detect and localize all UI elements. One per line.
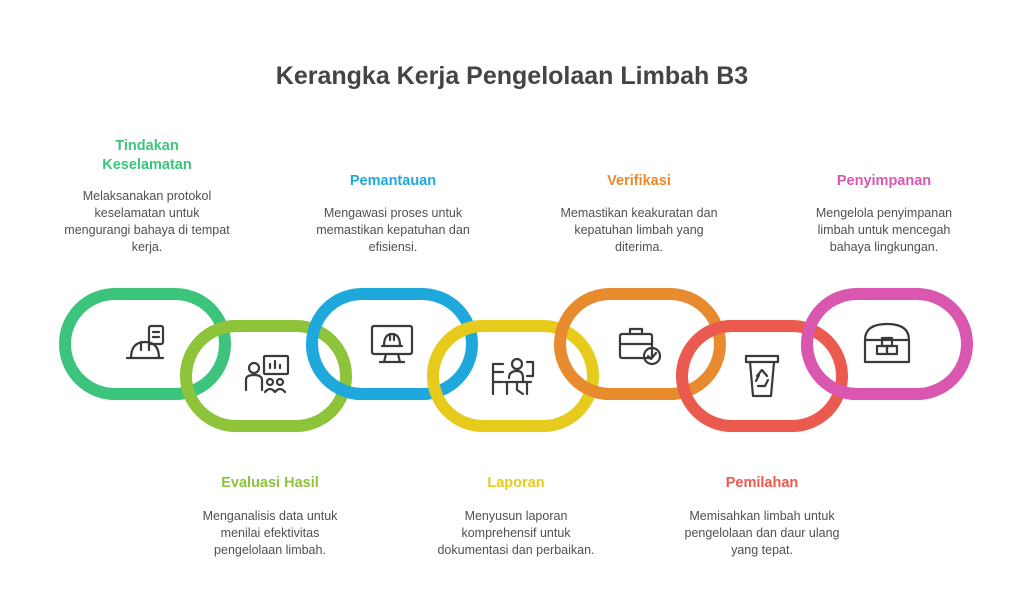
step-title-7: Penyimpanan xyxy=(836,173,932,189)
step-title-6: Pemilahan xyxy=(725,475,799,491)
step-title-3: Pemantauan xyxy=(349,173,437,189)
step-title-4: Laporan xyxy=(487,475,545,491)
desk-worker-icon xyxy=(491,357,535,396)
step-description-4: Menyusun laporan komprehensif untuk doku… xyxy=(437,509,595,557)
step-description-5: Memastikan keakuratan dan kepatuhan limb… xyxy=(560,206,718,254)
briefcase-check-icon xyxy=(618,327,662,366)
step-title-1: Tindakan Keselamatan xyxy=(102,138,192,173)
step-description-6: Memisahkan limbah untuk pengelolaan dan … xyxy=(684,509,840,557)
step-description-1: Melaksanakan protokol keselamatan untuk … xyxy=(64,189,230,254)
step-description-3: Mengawasi proses untuk memastikan kepatu… xyxy=(316,206,470,254)
hardhat-clipboard-icon xyxy=(125,324,165,360)
chain-link-1 xyxy=(59,288,231,400)
monitor-hardhat-icon xyxy=(370,324,414,364)
step-description-2: Menganalisis data untuk menilai efektivi… xyxy=(202,509,338,557)
recycle-bin-icon xyxy=(744,354,780,398)
warehouse-icon xyxy=(863,322,911,364)
presentation-team-icon xyxy=(244,354,290,394)
step-title-2: Evaluasi Hasil xyxy=(221,475,319,491)
step-title-5: Verifikasi xyxy=(607,173,671,189)
step-description-7: Mengelola penyimpanan limbah untuk mence… xyxy=(815,206,953,254)
page-title: Kerangka Kerja Pengelolaan Limbah B3 xyxy=(275,62,749,90)
